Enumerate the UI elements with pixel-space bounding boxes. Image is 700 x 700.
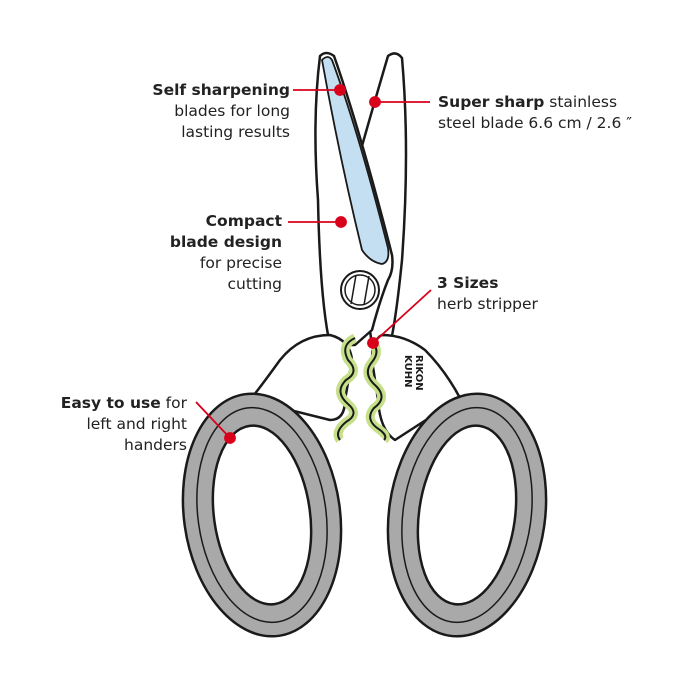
- left-grip: [181, 392, 343, 638]
- callout-line-stripper: [372, 289, 432, 344]
- callout-dot: [334, 84, 346, 96]
- label-herb-stripper: 3 Sizes herb stripper: [437, 274, 538, 313]
- brand-logo: KUHN RIKON: [402, 355, 424, 391]
- right-grip: [386, 392, 548, 638]
- callout-dot: [224, 432, 236, 444]
- svg-text:KUHN: KUHN: [402, 355, 413, 387]
- blade-edge: [321, 56, 390, 265]
- callout-line-easy: [195, 401, 231, 439]
- pivot-screw: [340, 270, 380, 310]
- callout-dot: [335, 216, 347, 228]
- label-compact: Compact blade design for precise cutting: [169, 212, 282, 293]
- svg-text:RIKON: RIKON: [413, 355, 424, 391]
- label-easy-to-use: Easy to use for left and right handers: [60, 394, 187, 454]
- label-self-sharpening: Self sharpening blades for long lasting …: [152, 81, 290, 141]
- callout-dot: [367, 337, 379, 349]
- label-super-sharp: Super sharp stainless steel blade 6.6 cm…: [438, 93, 633, 132]
- callout-dot: [369, 96, 381, 108]
